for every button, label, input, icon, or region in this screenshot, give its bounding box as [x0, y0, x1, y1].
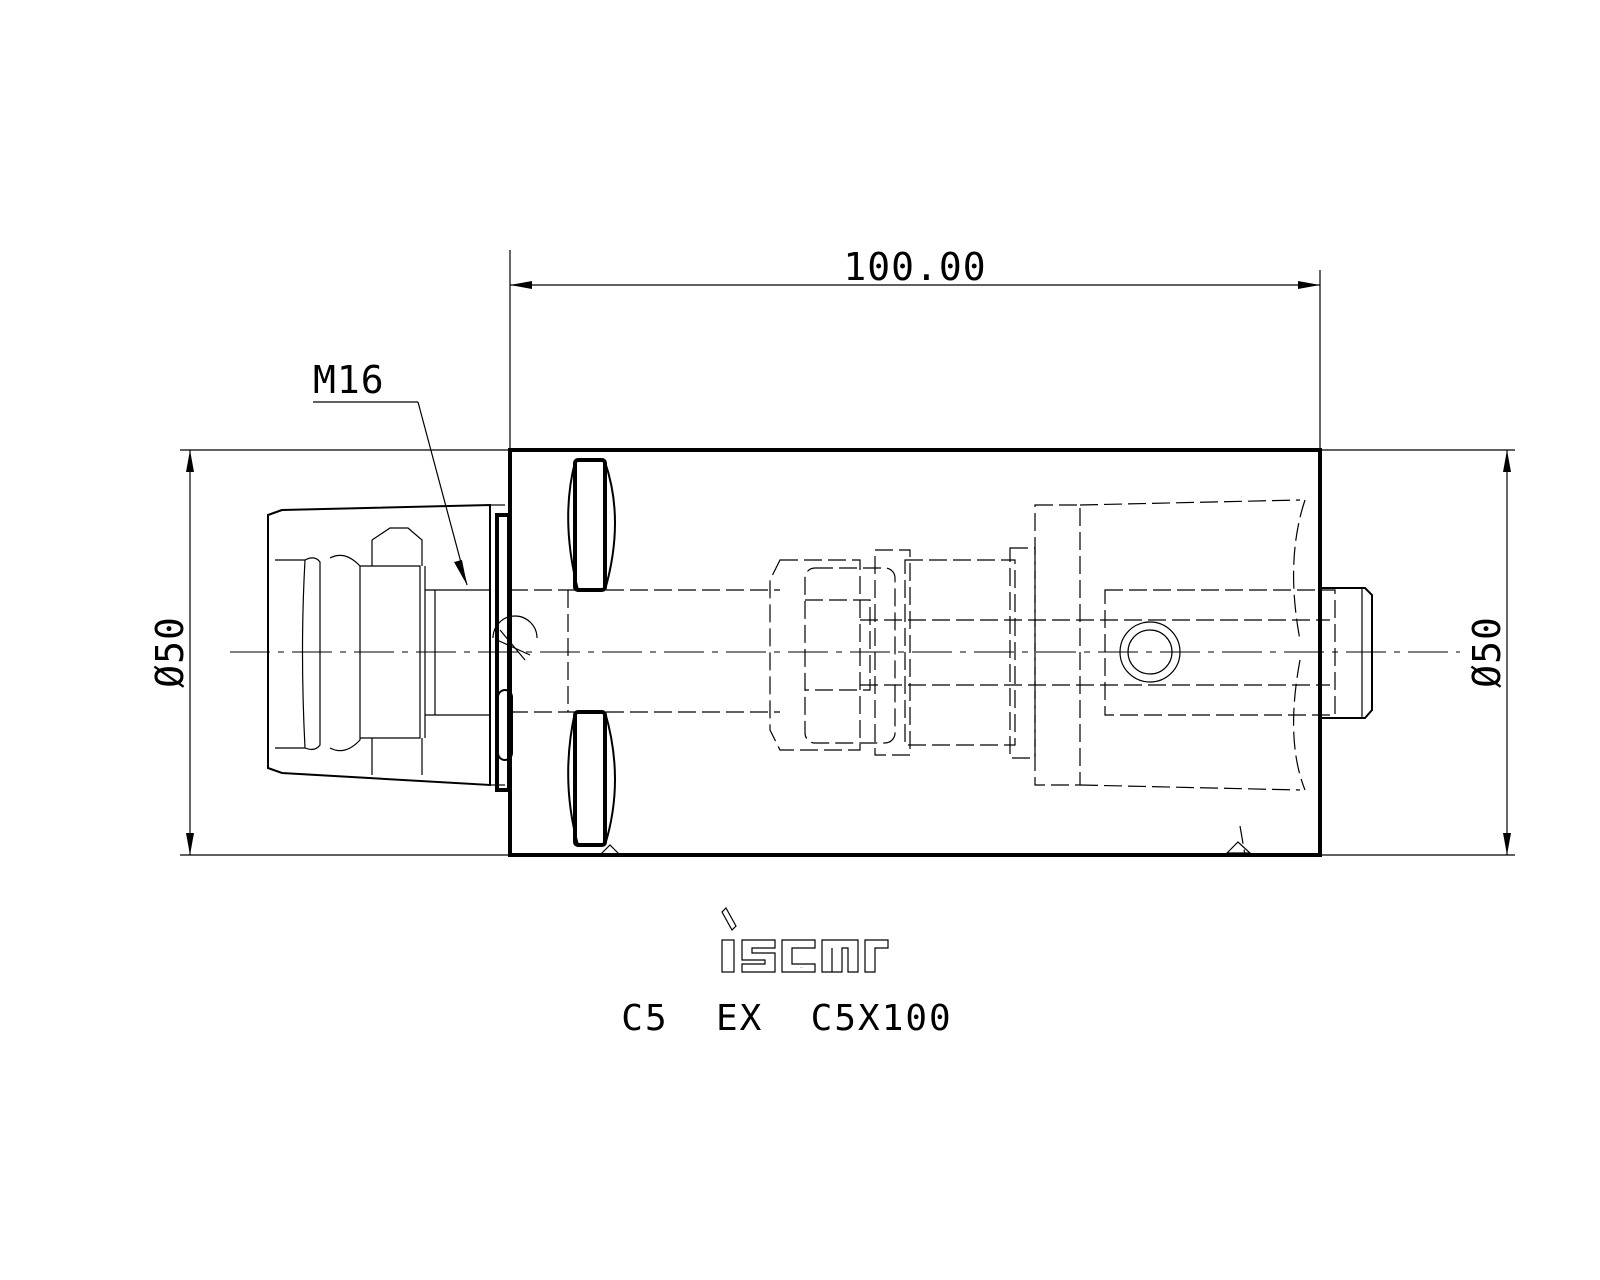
- reference-mark-left: [599, 844, 621, 856]
- length-dimension: 100.00: [509, 245, 1321, 450]
- reference-mark: [1225, 841, 1252, 854]
- brand-logo: iscar: [721, 907, 889, 973]
- diameter-dimension-left: Ø50: [148, 449, 510, 856]
- right-pilot: [1320, 587, 1373, 719]
- length-dimension-label: 100.00: [843, 245, 986, 289]
- part-code: C5 EX C5X100: [621, 998, 952, 1039]
- diameter-left-label: Ø50: [148, 616, 192, 688]
- thread-callout: M16: [313, 358, 468, 586]
- hidden-internal-bore: [510, 499, 1336, 856]
- left-shank: [267, 503, 511, 792]
- clamp-pin-top: [567, 458, 616, 592]
- brand-logo-text: iscar: [800, 967, 803, 969]
- diameter-dimension-right: Ø50: [1320, 449, 1515, 856]
- diameter-right-label: Ø50: [1465, 616, 1509, 688]
- thread-label: M16: [313, 358, 385, 402]
- clamp-pin-bottom: [567, 710, 616, 847]
- ball-detent: [492, 615, 538, 761]
